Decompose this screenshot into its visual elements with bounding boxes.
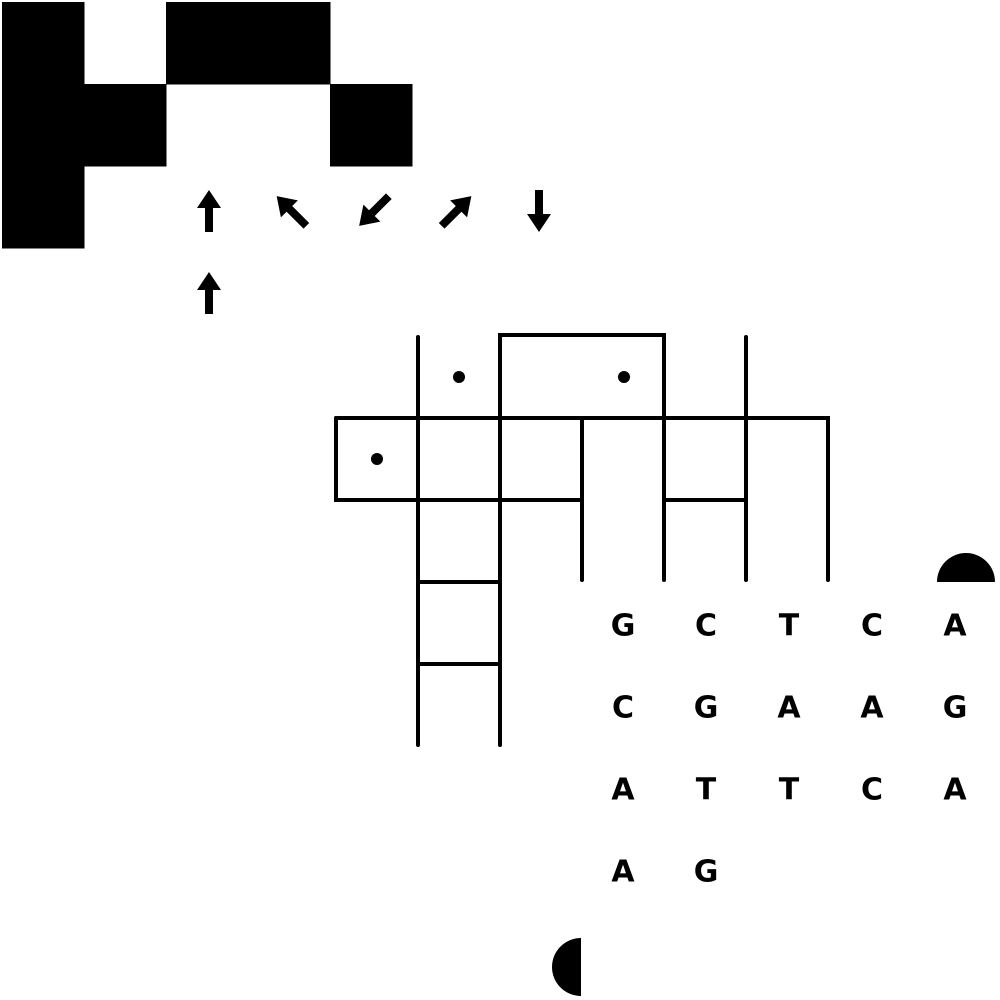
pixel-block: [2, 166, 85, 249]
grid-letter: A: [611, 773, 635, 808]
cell-dot: [371, 453, 383, 465]
arrow-up-icon: [197, 190, 221, 232]
grid-letter: A: [777, 691, 801, 726]
grid-line: [498, 333, 666, 418]
grid-letter: A: [943, 773, 967, 808]
grid-letter: G: [694, 691, 719, 726]
arrow-up-left-icon: [276, 196, 310, 229]
pixel-block-grid: [2, 2, 413, 249]
pixel-block: [2, 84, 85, 167]
grid-letter: C: [861, 773, 883, 808]
grid-letter: G: [611, 609, 636, 644]
grid-letter: A: [860, 691, 884, 726]
pixel-block: [166, 2, 249, 85]
grid-letter: A: [611, 855, 635, 890]
grid-letter: C: [861, 609, 883, 644]
pixel-block: [84, 84, 167, 167]
arrow-up-right-icon: [438, 196, 472, 229]
cell-dot: [618, 371, 630, 383]
line-grid: [334, 333, 830, 747]
cell-dots: [371, 371, 630, 465]
grid-letter: G: [943, 691, 968, 726]
arrow-up-icon: [197, 272, 221, 314]
pixel-block: [330, 84, 413, 167]
arrow-sequence: [197, 190, 551, 314]
grid-letter: T: [779, 609, 800, 644]
pixel-block: [2, 2, 85, 85]
half-disc-left-icon: [552, 938, 581, 996]
grid-letter: T: [696, 773, 717, 808]
grid-letter: G: [694, 855, 719, 890]
cell-dot: [453, 371, 465, 383]
pixel-block: [248, 2, 331, 85]
arrow-down-left-icon: [359, 193, 392, 226]
grid-letter: C: [695, 609, 717, 644]
grid-letter: A: [943, 609, 967, 644]
grid-letter: T: [779, 773, 800, 808]
half-disc-dome-icon: [937, 553, 995, 582]
letter-grid: G C T C A C G A A G A T T C A A G: [611, 609, 968, 890]
arrow-down-icon: [527, 190, 551, 232]
grid-letter: C: [612, 691, 634, 726]
